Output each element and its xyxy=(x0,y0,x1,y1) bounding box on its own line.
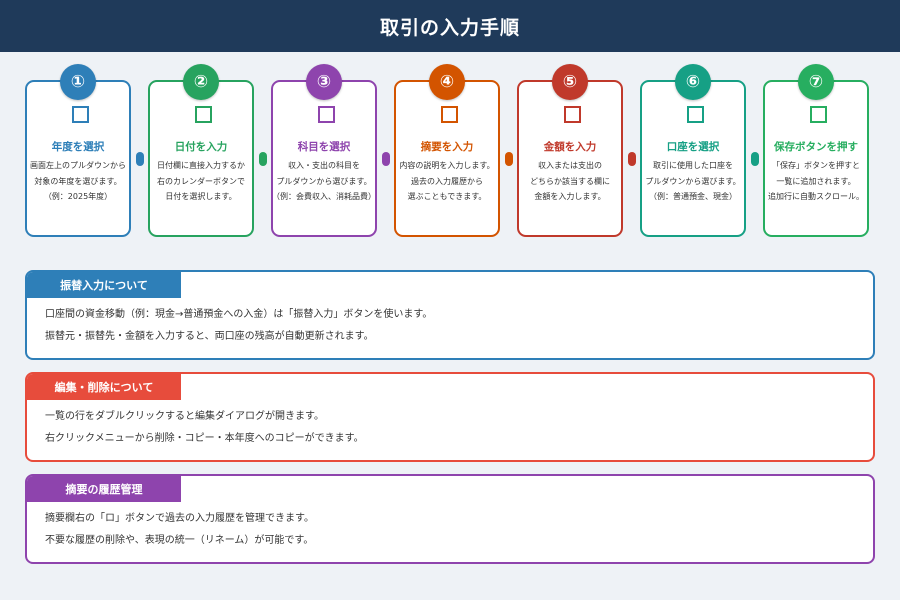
edit-delete-info-panel: 編集・削除について 一覧の行をダブルクリックすると編集ダイアログが開きます。 右… xyxy=(25,372,875,462)
panel-text: 口座間の資金移動（例：現金→普通預金への入金）は「振替入力」ボタンを使います。 xyxy=(45,309,433,320)
step-connector xyxy=(505,152,513,166)
step-number-3: ③ xyxy=(306,64,342,100)
page-title: 取引の入力手順 xyxy=(379,16,520,39)
step-connector xyxy=(751,152,759,166)
panel-title: 摘要の履歴管理 xyxy=(27,476,181,502)
step-description: 日付欄に直接入力するか 右のカレンダーボタンで 日付を選択します。 xyxy=(157,161,245,201)
step-title: 保存ボタンを押す xyxy=(774,141,858,153)
step-connector xyxy=(136,152,144,166)
step-card-1: 年度を選択 画面左上のプルダウンから 対象の年度を選びます。 （例：2025年度… xyxy=(25,80,131,237)
step-card-3: 科目を選択 収入・支出の科目を プルダウンから選びます。 （例：会費収入、消耗品… xyxy=(271,80,377,237)
step-connector xyxy=(628,152,636,166)
checkbox-icon xyxy=(72,106,89,123)
step-title: 科目を選択 xyxy=(297,141,351,153)
page-header: 取引の入力手順 xyxy=(0,0,900,52)
panel-text: 振替元・振替先・金額を入力すると、両口座の残高が自動更新されます。 xyxy=(45,331,374,342)
step-title: 摘要を入力 xyxy=(420,141,474,153)
checkbox-icon xyxy=(318,106,335,123)
panel-title: 編集・削除について xyxy=(27,374,181,400)
panel-text: 右クリックメニューから削除・コピー・本年度へのコピーができます。 xyxy=(45,433,364,444)
step-card-4: 摘要を入力 内容の説明を入力します。 過去の入力履歴から 選ぶこともできます。 xyxy=(394,80,500,237)
checkbox-icon xyxy=(441,106,458,123)
checkbox-icon xyxy=(564,106,581,123)
panel-text: 一覧の行をダブルクリックすると編集ダイアログが開きます。 xyxy=(45,411,324,422)
step-title: 年度を選択 xyxy=(51,141,105,153)
step-connector xyxy=(259,152,267,166)
step-description: 収入または支出の どちらか該当する欄に 金額を入力します。 xyxy=(530,161,610,201)
step-card-7: 保存ボタンを押す 「保存」ボタンを押すと 一覧に追加されます。 追加行に自動スク… xyxy=(763,80,869,237)
panel-text: 摘要欄右の「ロ」ボタンで過去の入力履歴を管理できます。 xyxy=(45,513,314,524)
step-description: 内容の説明を入力します。 過去の入力履歴から 選ぶこともできます。 xyxy=(399,161,495,201)
step-card-6: 口座を選択 取引に使用した口座を プルダウンから選びます。 （例：普通預金、現金… xyxy=(640,80,746,237)
checkbox-icon xyxy=(195,106,212,123)
memo-history-info-panel: 摘要の履歴管理 摘要欄右の「ロ」ボタンで過去の入力履歴を管理できます。 不要な履… xyxy=(25,474,875,564)
step-title: 日付を入力 xyxy=(174,141,228,153)
panel-title: 振替入力について xyxy=(27,272,181,298)
step-title: 金額を入力 xyxy=(543,141,597,153)
step-flow: 年度を選択 画面左上のプルダウンから 対象の年度を選びます。 （例：2025年度… xyxy=(0,0,900,250)
panel-text: 不要な履歴の削除や、表現の統一（リネーム）が可能です。 xyxy=(45,535,314,546)
step-number-7: ⑦ xyxy=(798,64,834,100)
step-number-5: ⑤ xyxy=(552,64,588,100)
step-number-6: ⑥ xyxy=(675,64,711,100)
transfer-info-panel: 振替入力について 口座間の資金移動（例：現金→普通預金への入金）は「振替入力」ボ… xyxy=(25,270,875,360)
step-number-1: ① xyxy=(60,64,96,100)
checkbox-icon xyxy=(687,106,704,123)
step-number-2: ② xyxy=(183,64,219,100)
step-description: 画面左上のプルダウンから 対象の年度を選びます。 （例：2025年度） xyxy=(30,161,126,201)
step-description: 「保存」ボタンを押すと 一覧に追加されます。 追加行に自動スクロール。 xyxy=(768,161,864,201)
step-number-4: ④ xyxy=(429,64,465,100)
step-title: 口座を選択 xyxy=(666,141,720,153)
step-card-5: 金額を入力 収入または支出の どちらか該当する欄に 金額を入力します。 xyxy=(517,80,623,237)
step-card-2: 日付を入力 日付欄に直接入力するか 右のカレンダーボタンで 日付を選択します。 xyxy=(148,80,254,237)
step-description: 取引に使用した口座を プルダウンから選びます。 （例：普通預金、現金） xyxy=(645,161,741,201)
step-description: 収入・支出の科目を プルダウンから選びます。 （例：会費収入、消耗品費） xyxy=(272,161,376,201)
step-connector xyxy=(382,152,390,166)
checkbox-icon xyxy=(810,106,827,123)
